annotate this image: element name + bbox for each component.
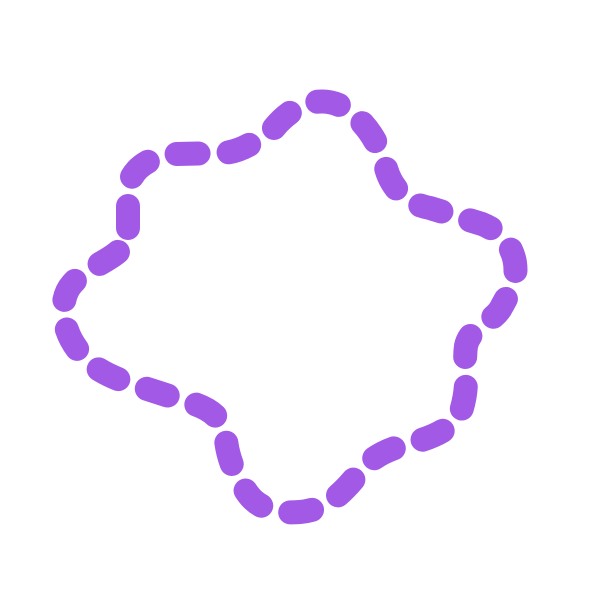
dashed-blob-shape: [51, 89, 528, 525]
